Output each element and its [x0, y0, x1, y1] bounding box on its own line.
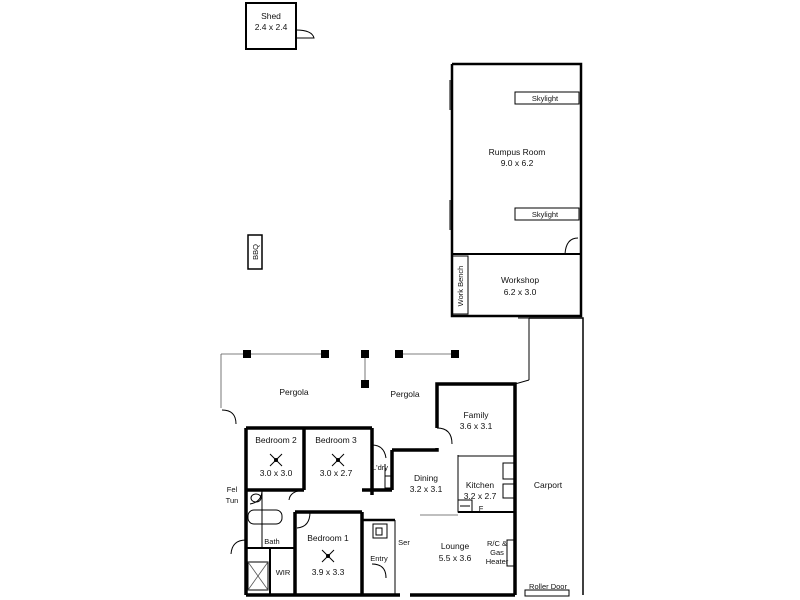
heater-label-1: R/C & — [487, 539, 507, 548]
workbench-label: Work Bench — [456, 266, 465, 307]
lounge-size: 5.5 x 3.6 — [439, 553, 472, 563]
heater-label-3: Heater — [486, 557, 509, 566]
cupboard-icon — [372, 523, 388, 539]
roller-door-label: Roller Door — [529, 582, 567, 591]
kitchen-name: Kitchen — [466, 480, 495, 490]
workshop-name: Workshop — [501, 275, 539, 285]
fel-tun-label-2: Tun — [226, 496, 239, 505]
room-labels: Family 3.6 x 3.1 Bedroom 2 3.0 x 3.0 Bed… — [226, 410, 509, 577]
fan-icon — [331, 453, 345, 467]
bedroom3-size: 3.0 x 2.7 — [320, 468, 353, 478]
bathtub-icon — [247, 509, 283, 525]
door-swing-icon — [221, 409, 237, 425]
shower-icon — [247, 561, 269, 591]
fan-icon — [321, 549, 335, 563]
entry-label: Entry — [370, 554, 388, 563]
family-size: 3.6 x 3.1 — [460, 421, 493, 431]
door-swing-icon — [436, 427, 453, 445]
kitchen-size: 3.2 x 2.7 — [464, 491, 497, 501]
fridge-label: F — [479, 504, 484, 513]
rumpus-name: Rumpus Room — [489, 147, 546, 157]
door-swing-icon — [371, 563, 387, 579]
door-swing-icon — [296, 511, 311, 529]
shed: Shed 2.4 x 2.4 — [245, 2, 315, 50]
bedroom1-name: Bedroom 1 — [307, 533, 349, 543]
bedroom2-name: Bedroom 2 — [255, 435, 297, 445]
roller-door — [524, 589, 570, 597]
bedroom3-name: Bedroom 3 — [315, 435, 357, 445]
fel-tun-label-1: Fel — [227, 485, 238, 494]
dining-name: Dining — [414, 473, 438, 483]
heater-label-2: Gas — [490, 548, 504, 557]
rumpus-building: Skylight Skylight Rumpus Room 9.0 x 6.2 … — [449, 62, 583, 318]
pergola-left-label: Pergola — [279, 387, 309, 397]
door-swing-icon — [295, 29, 315, 39]
family-name: Family — [463, 410, 489, 420]
sink-icon — [457, 499, 473, 513]
skylight-top-label: Skylight — [532, 94, 559, 103]
ceiling-fans — [269, 453, 345, 563]
carport-label: Carport — [534, 480, 563, 490]
bedroom2-size: 3.0 x 3.0 — [260, 468, 293, 478]
house-walls — [244, 379, 530, 597]
skylight-bottom-label: Skylight — [532, 210, 559, 219]
skylight-top — [514, 91, 580, 105]
heater-icon — [506, 539, 516, 567]
lounge-name: Lounge — [441, 541, 470, 551]
shed-name: Shed — [261, 11, 281, 21]
bbq-label: BBQ — [251, 244, 260, 260]
bedroom1-size: 3.9 x 3.3 — [312, 567, 345, 577]
bbq: BBQ — [247, 234, 263, 270]
skylight-bottom — [514, 207, 580, 221]
wir-label: WIR — [276, 568, 291, 577]
door-swings — [221, 409, 453, 579]
pergola: Pergola Pergola — [220, 350, 459, 408]
toilet-icon — [250, 493, 262, 503]
workshop-size: 6.2 x 3.0 — [504, 287, 537, 297]
bath-fixtures — [247, 493, 388, 591]
ser-label: Ser — [398, 538, 410, 547]
carport: Carport Roller Door — [518, 317, 584, 597]
laundry-tub-icon — [384, 475, 393, 489]
fan-icon — [269, 453, 283, 467]
door-swing-icon — [371, 444, 387, 459]
workbench — [451, 255, 469, 315]
pergola-right-label: Pergola — [390, 389, 420, 399]
door-swing-icon — [230, 539, 247, 555]
shed-size: 2.4 x 2.4 — [255, 22, 288, 32]
door-swing-icon — [249, 489, 263, 505]
door-swing-icon — [564, 237, 579, 255]
bath-label: Bath — [264, 537, 279, 546]
dining-size: 3.2 x 3.1 — [410, 484, 443, 494]
door-swing-icon — [288, 489, 305, 501]
laundry-label: L'dry — [372, 463, 388, 472]
rumpus-size: 9.0 x 6.2 — [501, 158, 534, 168]
